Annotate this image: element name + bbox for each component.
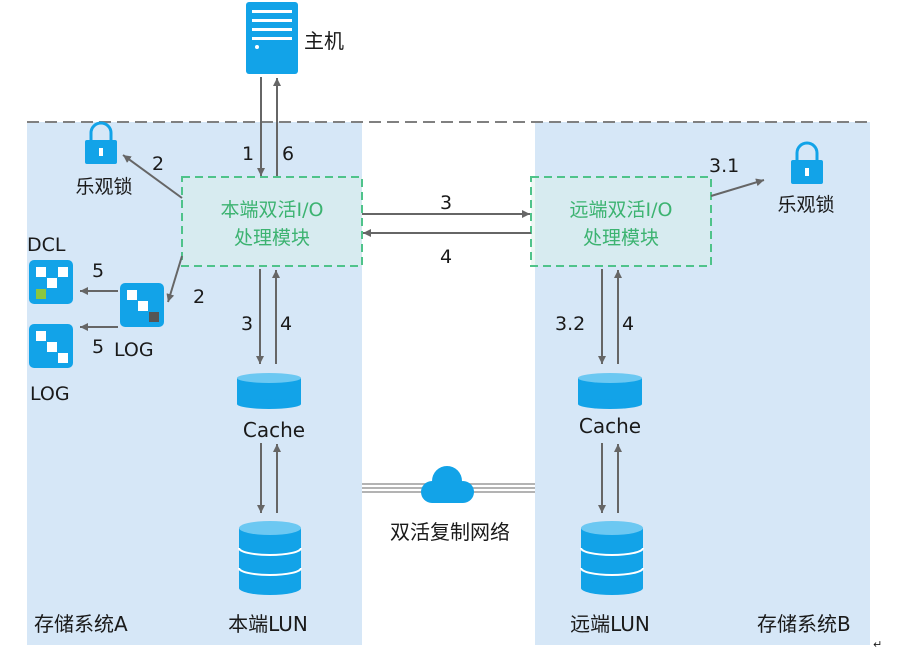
step-lock-local: 2 bbox=[152, 153, 164, 175]
log-bottom-label: LOG bbox=[30, 383, 70, 405]
return-mark-icon: ↵ bbox=[873, 638, 882, 651]
system-a-label: 存储系统A bbox=[34, 612, 128, 636]
step-cache-up-local: 4 bbox=[280, 313, 292, 335]
step-host-down: 1 bbox=[242, 143, 254, 165]
network-label: 双活复制网络 bbox=[390, 520, 510, 544]
step-cache-up-remote: 4 bbox=[622, 313, 634, 335]
step-lock-remote: 3.1 bbox=[709, 155, 739, 177]
log-mid-icon bbox=[120, 283, 164, 327]
storage-system-a-panel bbox=[27, 122, 362, 645]
step-dcl: 5 bbox=[92, 260, 104, 282]
local-lun-label: 本端LUN bbox=[228, 612, 308, 636]
remote-module-line2: 处理模块 bbox=[583, 227, 659, 249]
remote-lun-label: 远端LUN bbox=[570, 612, 650, 636]
local-lock-icon bbox=[85, 121, 117, 164]
step-log-bottom: 5 bbox=[92, 336, 104, 358]
remote-io-module bbox=[530, 176, 712, 267]
host-label: 主机 bbox=[304, 29, 344, 53]
local-cache-icon bbox=[237, 373, 301, 409]
arrow-lock-local bbox=[122, 154, 183, 199]
local-module-line2: 处理模块 bbox=[234, 227, 310, 249]
local-module-line1: 本端双活I/O bbox=[221, 199, 324, 221]
remote-module-line1: 远端双活I/O bbox=[570, 199, 673, 221]
local-io-module bbox=[181, 176, 363, 267]
step-to-remote: 3 bbox=[440, 192, 452, 214]
step-host-up: 6 bbox=[282, 143, 294, 165]
dcl-icon bbox=[29, 260, 73, 304]
step-log-local: 2 bbox=[193, 286, 205, 308]
local-cache-label: Cache bbox=[243, 418, 305, 442]
system-b-label: 存储系统B bbox=[757, 612, 851, 636]
local-lun-icon bbox=[238, 521, 302, 595]
remote-lun-icon bbox=[580, 521, 644, 595]
cloud-icon bbox=[421, 466, 474, 503]
step-from-remote: 4 bbox=[440, 246, 452, 268]
log-mid-label: LOG bbox=[114, 339, 154, 361]
remote-cache-label: Cache bbox=[579, 414, 641, 438]
local-lock-label: 乐观锁 bbox=[75, 176, 132, 198]
step-cache-down-local: 3 bbox=[241, 313, 253, 335]
arrow-log-local bbox=[166, 255, 183, 303]
log-bottom-icon bbox=[29, 324, 73, 368]
step-cache-down-remote: 3.2 bbox=[555, 313, 585, 335]
arrow-lock-remote bbox=[710, 178, 765, 197]
dcl-label: DCL bbox=[27, 234, 66, 256]
remote-lock-icon bbox=[791, 141, 823, 184]
host-server-icon bbox=[246, 2, 298, 74]
remote-cache-icon bbox=[578, 373, 642, 409]
remote-lock-label: 乐观锁 bbox=[777, 194, 834, 216]
